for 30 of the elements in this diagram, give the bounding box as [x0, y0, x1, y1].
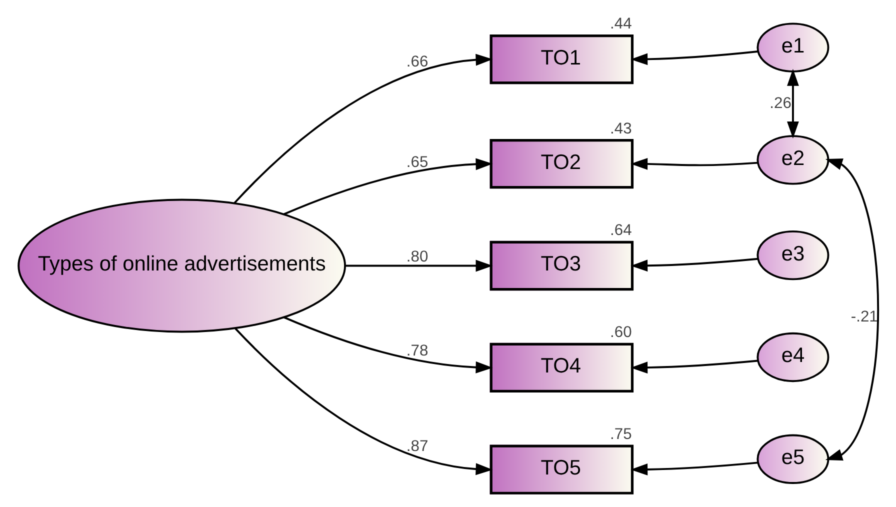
arrow	[283, 158, 492, 215]
arrow	[233, 53, 492, 204]
node-label: .43	[610, 120, 632, 137]
edge-label: .78	[406, 342, 428, 359]
arrow	[344, 259, 492, 272]
arrow	[283, 316, 492, 373]
arrow	[630, 461, 758, 475]
arrow	[824, 158, 879, 460]
arrow	[234, 327, 492, 475]
node-label: .75	[610, 426, 632, 443]
edge-label: .66	[406, 53, 428, 70]
arrow	[786, 68, 798, 138]
edge-label: .80	[406, 248, 428, 265]
edge-label: .87	[406, 437, 428, 454]
node-ellipse: e5	[756, 434, 829, 484]
node-ellipse: e2	[756, 134, 829, 184]
node-ellipse: Types of online advertisements	[17, 198, 346, 332]
arrow	[630, 257, 758, 272]
node-label: .64	[610, 222, 632, 239]
edge-label: -.21	[850, 308, 878, 325]
edge-label: .26	[769, 94, 791, 112]
node-ellipse: e1	[756, 22, 829, 72]
node-label: .60	[610, 324, 632, 341]
arrow	[630, 157, 758, 170]
arrow	[630, 359, 758, 373]
node-ellipse: e3	[756, 230, 829, 280]
edge-label: .65	[406, 154, 428, 171]
node-ellipse: e4	[756, 332, 829, 382]
arrow	[630, 50, 758, 65]
node-label: .44	[610, 15, 632, 32]
